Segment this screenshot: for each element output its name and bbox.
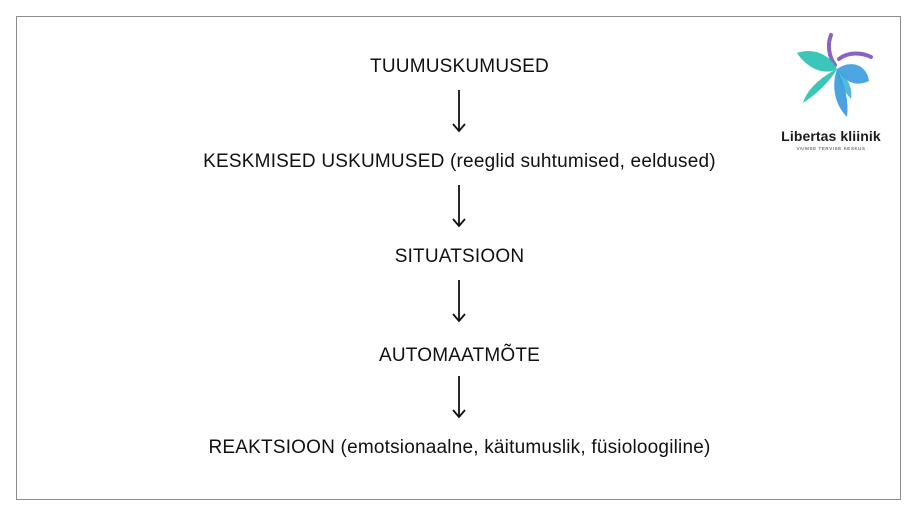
libertas-logo: Libertas kliinik VAIMSE TERVISE KESKUS [775,25,887,155]
arrow-down-icon [452,185,466,228]
node-core-beliefs: TUUMUSKUMUSED [370,56,549,77]
butterfly-icon [797,33,873,117]
node-situation: SITUATSIOON [394,246,525,267]
arrow-down-icon [452,280,466,323]
arrow-down-icon [452,376,466,419]
logo-name: Libertas kliinik [781,128,881,144]
logo-tagline: VAIMSE TERVISE KESKUS [796,146,866,151]
slide: TUUMUSKUMUSED KESKMISED USKUMUSED (reegl… [16,16,901,500]
node-intermediate-beliefs: KESKMISED USKUMUSED (reeglid suhtumised,… [203,151,716,172]
node-reaction: REAKTSIOON (emotsionaalne, käitumuslik, … [208,437,711,458]
arrow-down-icon [452,90,466,133]
node-automatic-thought: AUTOMAATMÕTE [378,345,541,366]
